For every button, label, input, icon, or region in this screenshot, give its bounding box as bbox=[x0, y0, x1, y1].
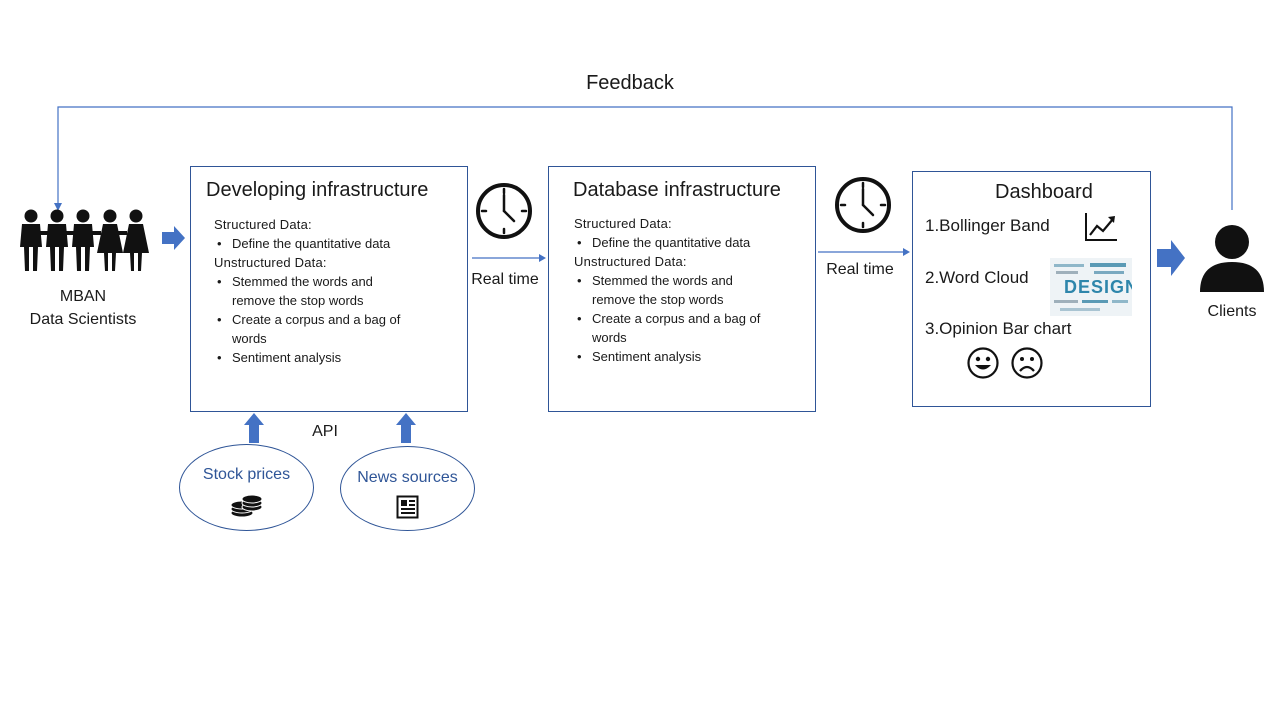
newspaper-icon bbox=[396, 495, 419, 519]
news-sources-label: News sources bbox=[357, 469, 458, 486]
stock-prices-label: Stock prices bbox=[202, 466, 291, 483]
database-content: Structured Data: Define the quantitative… bbox=[574, 214, 760, 366]
word-cloud-word: DESIGN bbox=[1064, 277, 1132, 297]
bullet-continuation: words bbox=[592, 330, 627, 345]
developing-infrastructure-box: Developing infrastructure Structured Dat… bbox=[190, 166, 468, 412]
bullet-continuation: remove the stop words bbox=[592, 292, 724, 307]
developing-title: Developing infrastructure bbox=[206, 179, 429, 201]
clock-icon bbox=[476, 183, 532, 239]
news-sources-source: News sources bbox=[340, 446, 475, 531]
feedback-arrowhead bbox=[54, 203, 62, 211]
dashboard-item-bollinger: 1.Bollinger Band bbox=[925, 216, 1050, 235]
bullet-item: Stemmed the words and bbox=[214, 272, 400, 291]
smiley-face-icon bbox=[967, 347, 999, 379]
bullet-item: Sentiment analysis bbox=[214, 348, 400, 367]
bullet-continuation: remove the stop words bbox=[232, 293, 364, 308]
arrow-dev-to-db-head bbox=[539, 254, 546, 262]
dashboard-box: Dashboard 1.Bollinger Band 2.Word Cloud … bbox=[912, 171, 1151, 407]
people-group-icon bbox=[20, 209, 149, 271]
unstructured-label: Unstructured Data: bbox=[574, 254, 687, 269]
database-infrastructure-box: Database infrastructure Structured Data:… bbox=[548, 166, 816, 412]
client-person-icon bbox=[1200, 225, 1264, 292]
arrow-db-to-dash-head bbox=[903, 248, 910, 256]
api-label: API bbox=[312, 423, 338, 440]
clock-icon bbox=[835, 177, 891, 233]
mban-label: MBAN Data Scientists bbox=[29, 288, 137, 328]
arrow-stock-up bbox=[244, 413, 264, 443]
bullet-item: Define the quantitative data bbox=[574, 233, 760, 252]
coins-icon bbox=[230, 494, 263, 518]
bullet-item: Sentiment analysis bbox=[574, 347, 760, 366]
feedback-label: Feedback bbox=[586, 72, 674, 94]
realtime-label-2: Real time bbox=[826, 261, 894, 278]
dashboard-item-wordcloud: 2.Word Cloud bbox=[925, 268, 1029, 287]
database-title: Database infrastructure bbox=[573, 179, 781, 201]
dashboard-title: Dashboard bbox=[995, 181, 1093, 203]
bullet-continuation: words bbox=[232, 331, 267, 346]
structured-label: Structured Data: bbox=[214, 217, 312, 232]
word-cloud-image: DESIGN bbox=[1050, 258, 1132, 316]
bullet-item: Stemmed the words and bbox=[574, 271, 760, 290]
realtime-label-1: Real time bbox=[471, 271, 539, 288]
bullet-item: Define the quantitative data bbox=[214, 234, 400, 253]
unstructured-label: Unstructured Data: bbox=[214, 255, 327, 270]
developing-content: Structured Data: Define the quantitative… bbox=[214, 215, 400, 367]
dashboard-item-opinion: 3.Opinion Bar chart bbox=[925, 319, 1072, 338]
structured-label: Structured Data: bbox=[574, 216, 672, 231]
line-chart-icon bbox=[1085, 213, 1117, 241]
clients-label: Clients bbox=[1207, 303, 1257, 320]
arrow-dash-to-clients bbox=[1157, 240, 1185, 276]
arrow-news-up bbox=[396, 413, 416, 443]
stock-prices-source: Stock prices bbox=[179, 444, 314, 531]
sad-face-icon bbox=[1011, 347, 1043, 379]
arrow-people-to-dev bbox=[162, 226, 185, 250]
bullet-item: Create a corpus and a bag of bbox=[574, 309, 760, 328]
bullet-item: Create a corpus and a bag of bbox=[214, 310, 400, 329]
feedback-loop-line bbox=[57, 106, 1233, 210]
